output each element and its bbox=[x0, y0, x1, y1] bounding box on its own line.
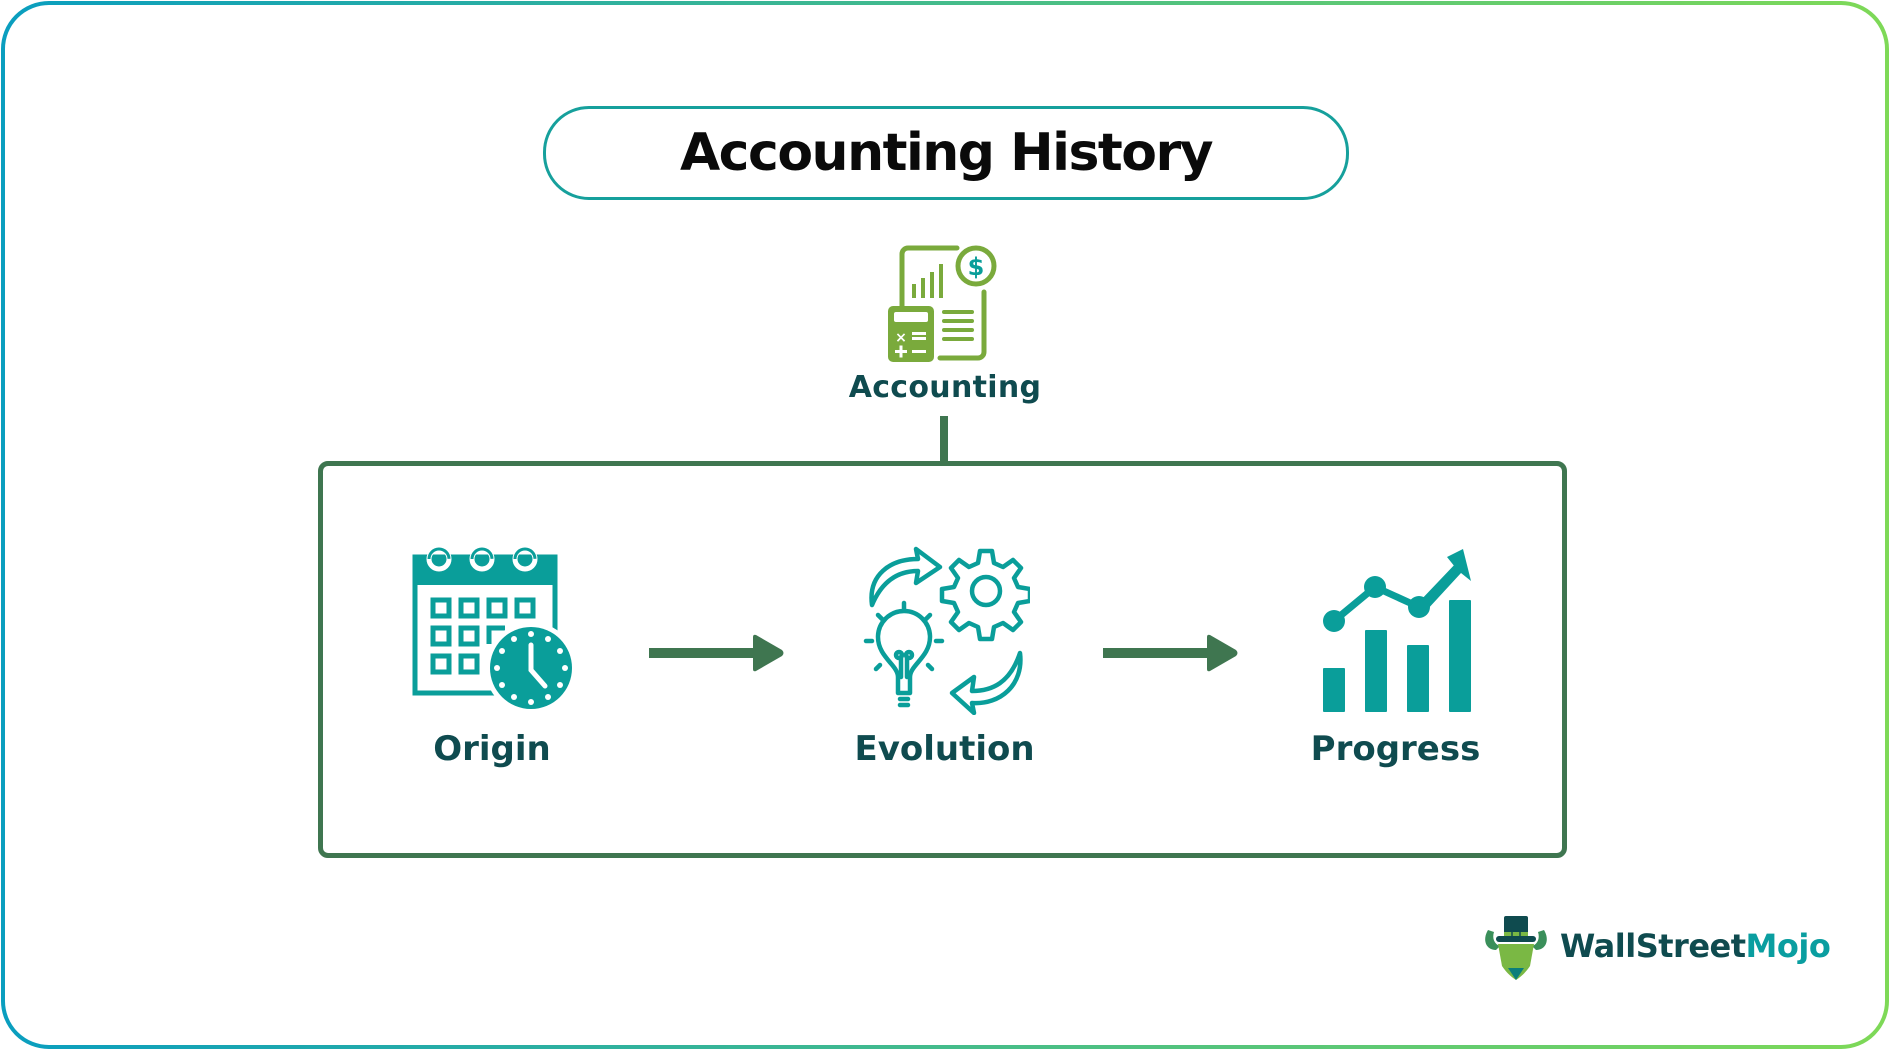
page-title: Accounting History bbox=[679, 123, 1214, 183]
growth-chart-icon bbox=[1322, 549, 1471, 712]
brand-logo: WallStreetMojo bbox=[1480, 910, 1831, 982]
brand-name-part2: Mojo bbox=[1745, 927, 1831, 965]
svg-text:$: $ bbox=[968, 253, 985, 281]
arrow-right-icon bbox=[649, 634, 784, 672]
brand-name: WallStreetMojo bbox=[1560, 927, 1831, 965]
step-evolution: Evolution bbox=[854, 545, 1035, 769]
connector-line bbox=[940, 416, 948, 464]
step-progress: Progress bbox=[1308, 545, 1483, 769]
accounting-calculator-icon: $ × bbox=[888, 245, 997, 362]
stages-container bbox=[318, 461, 1567, 858]
calendar-clock-icon bbox=[412, 546, 577, 714]
brand-name-part1: WallStreet bbox=[1560, 927, 1746, 965]
root-label: Accounting bbox=[848, 370, 1042, 405]
step-label: Origin bbox=[433, 729, 551, 769]
step-label: Progress bbox=[1310, 729, 1481, 769]
step-label: Evolution bbox=[854, 729, 1035, 769]
step-origin: Origin bbox=[407, 545, 577, 769]
idea-gear-cycle-icon bbox=[863, 546, 1030, 715]
arrow-right-icon bbox=[1103, 634, 1238, 672]
svg-text:×: × bbox=[895, 330, 907, 346]
title-pill: Accounting History bbox=[543, 106, 1349, 200]
bull-mascot-icon bbox=[1485, 916, 1547, 980]
